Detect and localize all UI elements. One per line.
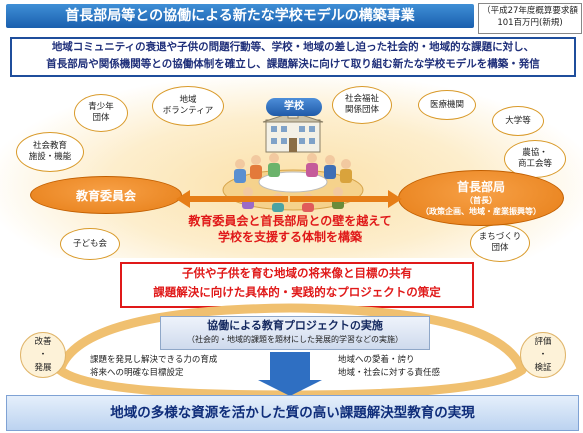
goal-banner: 地域の多様な資源を活かした質の高い課題解決型教育の実現 — [6, 395, 579, 431]
project-subtitle: （社会的・地域的課題を題材にした発展的学習などの実施） — [187, 335, 403, 344]
shared-vision-line-1: 子供や子供を育む地域の将来像と目標の共有 — [182, 266, 412, 280]
bubble-social-education: 社会教育 施設・機能 — [16, 132, 84, 172]
mayor-sub1: （首長） — [465, 195, 497, 205]
bubble-kids-association: 子ども会 — [60, 228, 120, 260]
bubble-volunteer-label: 地域 ボランティア — [162, 95, 214, 116]
project-box: 協働による教育プロジェクトの実施 （社会的・地域的課題を題材にした発展的学習など… — [160, 316, 430, 350]
shared-vision-line-2: 課題解決に向けた具体的・実践的なプロジェクトの策定 — [153, 285, 441, 299]
improve-develop-circle: 改善 ・ 発展 — [20, 332, 66, 378]
effects-right-line-1: 地域への愛着・誇り — [338, 355, 415, 365]
school-label: 学校 — [266, 98, 322, 116]
bubble-town-development-label: まちづくり 団体 — [478, 232, 522, 253]
bubble-university-label: 大学等 — [505, 115, 531, 126]
bubble-social-education-label: 社会教育 施設・機能 — [28, 141, 72, 162]
evaluate-verify-label: 評価 ・ 検証 — [534, 336, 552, 373]
shared-vision-box: 子供や子供を育む地域の将来像と目標の共有 課題解決に向けた具体的・実践的なプロジ… — [120, 262, 474, 308]
bubble-welfare-label: 社会福祉 関係団体 — [344, 94, 379, 115]
budget-line-2: 101百万円(新規) — [497, 18, 563, 28]
evaluate-verify-circle: 評価 ・ 検証 — [520, 332, 566, 378]
board-of-education: 教育委員会 — [30, 176, 182, 214]
bubble-medical-label: 医療機関 — [429, 99, 464, 110]
mayor-department: 首長部局 （首長） （政策企画、地域・産業振興等） — [398, 170, 564, 226]
effects-left-line-2: 将来への明確な目標設定 — [90, 368, 184, 378]
intro-box: 地域コミュニティの衰退や子供の問題行動等、学校・地域の差し迫った社会的・地域的な… — [10, 37, 576, 77]
bubble-medical: 医療機関 — [418, 90, 476, 120]
bubble-town-development: まちづくり 団体 — [470, 224, 530, 262]
mayor-title: 首長部局 — [456, 179, 505, 194]
project-title: 協働による教育プロジェクトの実施 — [207, 319, 383, 332]
effects-left-line-1: 課題を発見し解決できる力の育成 — [90, 355, 218, 365]
page-title: 首長部局等との協働による新たな学校モデルの構築事業 — [6, 4, 474, 28]
bubble-youth-groups: 青少年 団体 — [74, 94, 128, 132]
bubble-university: 大学等 — [492, 106, 544, 136]
bubble-welfare: 社会福祉 関係団体 — [332, 86, 392, 124]
board-of-education-label: 教育委員会 — [75, 188, 136, 203]
intro-line-1: 地域コミュニティの衰退や子供の問題行動等、学校・地域の差し迫った社会的・地域的な… — [51, 41, 535, 53]
bubble-kids-association-label: 子ども会 — [72, 238, 107, 249]
bubble-volunteer: 地域 ボランティア — [152, 86, 224, 126]
bridge-arrows — [176, 190, 402, 208]
effects-left: 課題を発見し解決できる力の育成 将来への明確な目標設定 — [90, 354, 270, 380]
effects-right: 地域への愛着・誇り 地域・社会に対する責任感 — [338, 354, 508, 380]
wall-text-line-1: 教育委員会と首長部局との壁を越えて — [188, 214, 392, 228]
bubble-youth-groups-label: 青少年 団体 — [88, 102, 114, 123]
wall-text: 教育委員会と首長部局との壁を越えて 学校を支援する体制を構築 — [130, 213, 450, 245]
budget-note: （平成27年度概算要求額 101百万円(新規) — [478, 3, 582, 34]
improve-develop-label: 改善 ・ 発展 — [34, 336, 52, 373]
mayor-sub2: （政策企画、地域・産業振興等） — [421, 206, 541, 216]
intro-line-2: 首長部局や関係機関等との協働体制を確立し、課題解決に向けて取り組む新たな学校モデ… — [46, 58, 540, 70]
wall-text-line-2: 学校を支援する体制を構築 — [217, 230, 362, 244]
effects-right-line-2: 地域・社会に対する責任感 — [338, 368, 441, 378]
budget-line-1: （平成27年度概算要求額 — [482, 6, 578, 16]
bubble-agri-commerce-label: 農協・ 商工会等 — [517, 148, 552, 169]
